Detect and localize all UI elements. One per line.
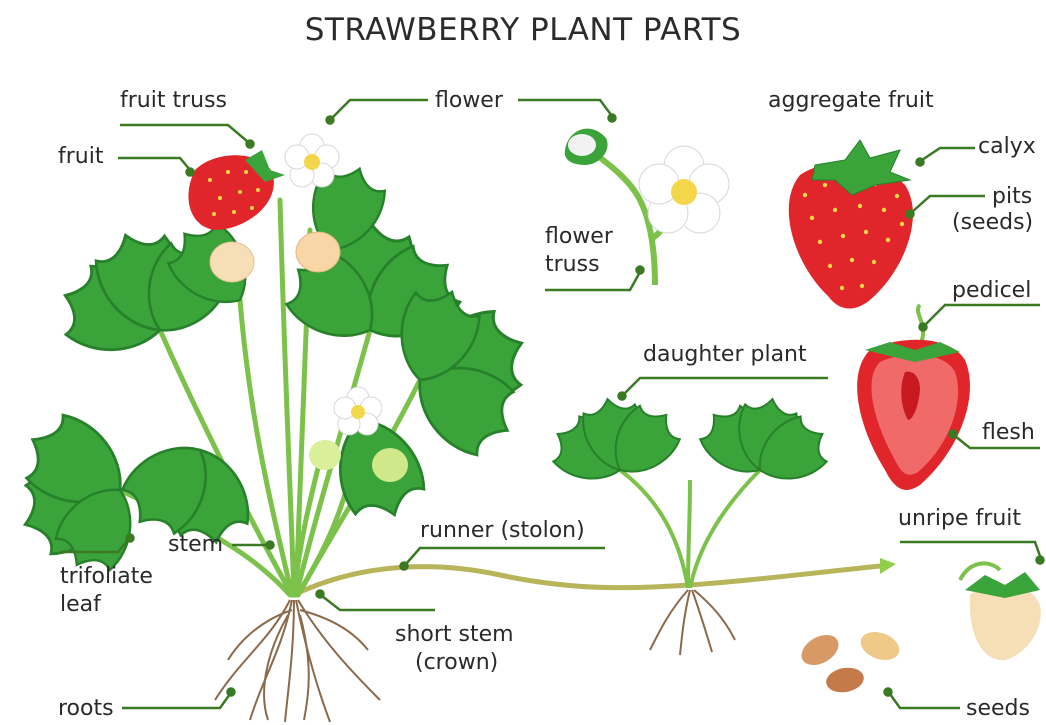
label-seeds-paren: (seeds) [952, 208, 1033, 237]
label-runner: runner (stolon) [420, 516, 585, 545]
fruit-red-plant [188, 150, 285, 230]
unripe-fruit-illustration [960, 563, 1041, 660]
label-fruit-truss: fruit truss [120, 86, 227, 115]
label-daughter-plant: daughter plant [643, 340, 807, 369]
label-pits: pits [992, 182, 1032, 211]
label-stem: stem [168, 530, 223, 559]
daughter-plant-illustration [543, 394, 836, 588]
label-calyx: calyx [978, 132, 1036, 161]
label-flower: flower [435, 86, 503, 115]
label-flesh: flesh [982, 418, 1035, 447]
label-short-stem-1: short stem [395, 620, 514, 649]
roots-daughter [650, 590, 735, 655]
label-roots: roots [58, 694, 114, 723]
label-aggregate-fruit: aggregate fruit [768, 86, 934, 115]
label-short-stem-2: (crown) [415, 648, 498, 677]
aggregate-fruit-illustration [789, 140, 913, 309]
label-flower-truss-2: truss [545, 250, 600, 279]
runner-tip [880, 558, 896, 574]
label-flower-truss-1: flower [545, 222, 613, 251]
label-pedicel: pedicel [952, 276, 1031, 305]
label-fruit: fruit [58, 142, 103, 171]
runner-stolon [300, 565, 890, 592]
label-trifoliate-2: leaf [60, 590, 101, 619]
roots-main [215, 600, 380, 722]
label-unripe-fruit: unripe fruit [898, 504, 1021, 533]
halved-fruit-illustration [857, 305, 970, 490]
seeds-illustration [796, 627, 903, 695]
page-title: STRAWBERRY PLANT PARTS [0, 12, 1046, 48]
label-seeds: seeds [966, 694, 1030, 723]
label-trifoliate-1: trifoliate [60, 562, 153, 591]
